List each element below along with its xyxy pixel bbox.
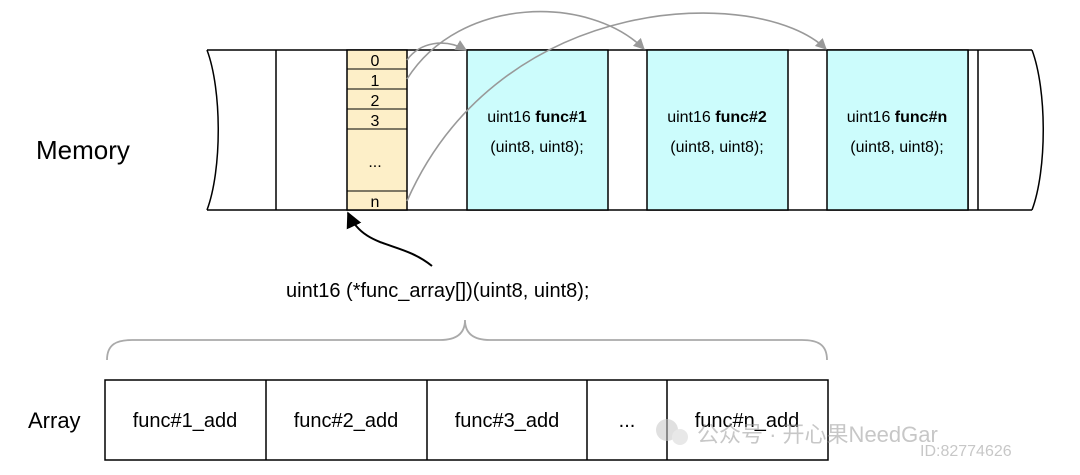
- func-block: uint16 func#n (uint8, uint8);: [826, 49, 969, 211]
- array-cell: func#1_add: [133, 410, 238, 432]
- index-cell-label: 2: [371, 93, 380, 110]
- pointer-arrow: [406, 40, 467, 61]
- memory-label: Memory: [36, 135, 130, 165]
- array-brace: [106, 319, 828, 361]
- array-cell: func#3_add: [455, 410, 560, 432]
- index-column-box: [346, 49, 408, 211]
- func-block-box: [646, 49, 789, 211]
- index-cell-label: 3: [371, 113, 380, 130]
- index-cell-label: ...: [368, 154, 381, 171]
- wechat-icon: [672, 429, 688, 445]
- func-block: uint16 func#2 (uint8, uint8);: [646, 49, 789, 211]
- index-cell-label: 0: [371, 53, 380, 70]
- func-block-box: [826, 49, 969, 211]
- array-cell: ...: [619, 410, 636, 432]
- array-row-box: [104, 379, 829, 461]
- memory-strip-right-edge: [1031, 49, 1044, 211]
- index-cell-label: 1: [371, 73, 380, 90]
- pointer-declaration: uint16 (*func_array[])(uint8, uint8);: [286, 280, 590, 302]
- pointer-arrow: [406, 10, 645, 80]
- func-block-signature: uint16 func#n: [847, 109, 948, 126]
- array-row: func#1_add func#2_add func#3_add ... fun…: [104, 379, 829, 461]
- watermark-id: ID:82774626: [920, 443, 1012, 460]
- func-block-params: (uint8, uint8);: [490, 139, 583, 156]
- func-block-params: (uint8, uint8);: [670, 139, 763, 156]
- func-block-signature: uint16 func#1: [487, 109, 587, 126]
- declaration-arrow: [346, 211, 433, 267]
- func-block-box: [466, 49, 609, 211]
- pointer-arrow: [406, 12, 827, 202]
- array-cell: func#n_add: [695, 410, 800, 432]
- func-block-params: (uint8, uint8);: [850, 139, 943, 156]
- watermark: 公众号 · 开心果NeedGar ID:82774626: [656, 419, 1012, 460]
- index-cell-label: n: [371, 194, 380, 211]
- memory-strip-left-edge: [206, 49, 219, 211]
- func-block: uint16 func#1 (uint8, uint8);: [466, 49, 609, 211]
- pointer-arrows: [406, 10, 827, 202]
- index-column: 0 1 2 3 ... n: [346, 49, 408, 211]
- array-cell: func#2_add: [294, 410, 399, 432]
- func-block-signature: uint16 func#2: [667, 109, 767, 126]
- array-label: Array: [28, 408, 81, 433]
- watermark-text: 公众号 · 开心果NeedGar: [697, 422, 938, 447]
